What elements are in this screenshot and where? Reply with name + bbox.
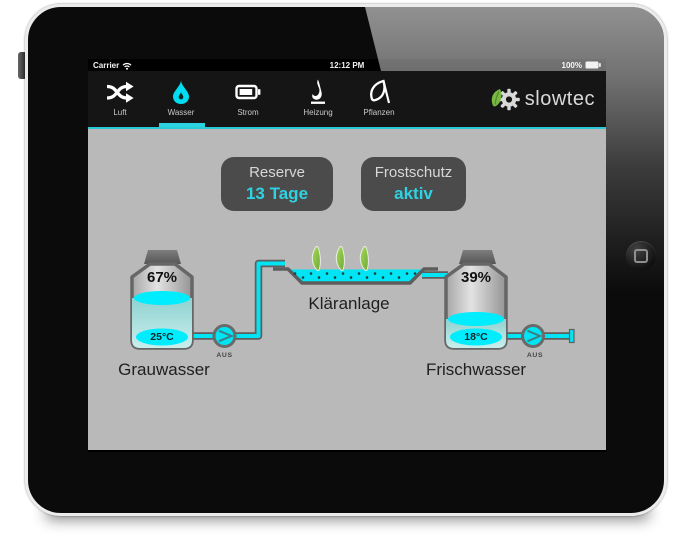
gear-leaf-icon <box>491 88 520 111</box>
plant-leaves <box>311 246 369 271</box>
tab-label: Wasser <box>167 108 195 117</box>
tank-cap <box>459 250 496 264</box>
treatment-basin: Kläranlage <box>273 246 438 313</box>
shuffle-icon <box>106 81 134 103</box>
water-drop-icon <box>173 80 189 104</box>
tab-label: Heizung <box>303 108 333 117</box>
tank-frischwasser: 39% 18°C Frischwasser <box>426 250 526 379</box>
tab-pflanzen[interactable]: Pflanzen <box>349 71 409 127</box>
tank-temperature: 25°C <box>150 331 174 343</box>
pump-grauwasser[interactable]: AUS <box>212 324 237 360</box>
carrier-label: Carrier <box>93 60 120 70</box>
accent-divider <box>88 127 606 129</box>
tank-liquid <box>132 291 192 348</box>
tab-label: Luft <box>113 108 127 117</box>
tank-liquid <box>446 312 506 348</box>
tank-fill-percent: 67% <box>147 269 177 286</box>
reserve-value: 13 Tage <box>245 184 309 203</box>
water-process-diagram: Kläranlage 67% 25°C Grauwasser <box>118 246 575 379</box>
wifi-icon <box>122 62 132 70</box>
wasser-panel: Reserve 13 Tage Frostschutz aktiv <box>88 129 606 450</box>
reserve-title: Reserve <box>249 164 305 181</box>
flame-icon <box>311 79 325 104</box>
battery-large-icon <box>234 84 260 100</box>
active-tab-indicator <box>159 123 205 127</box>
treatment-plant-label: Kläranlage <box>308 294 389 313</box>
tab-luft[interactable]: Luft <box>90 71 150 127</box>
tab-label: Pflanzen <box>363 108 395 117</box>
tab-strom[interactable]: Strom <box>218 71 278 127</box>
tank-fill-percent: 39% <box>461 269 491 286</box>
home-button[interactable] <box>626 241 656 271</box>
pump-state: AUS <box>527 352 543 359</box>
app-screen: Carrier 12:12 PM 100% <box>88 59 606 452</box>
leaf-icon <box>370 79 391 104</box>
tablet-frame: Carrier 12:12 PM 100% <box>25 4 667 516</box>
tab-label: Strom <box>237 108 259 117</box>
clock: 12:12 PM <box>329 60 365 70</box>
brand-name: slowtec <box>524 88 595 110</box>
tank-grauwasser: 67% 25°C Grauwasser <box>118 250 210 379</box>
tab-heizung[interactable]: Heizung <box>288 71 348 127</box>
tank-name: Grauwasser <box>118 360 210 379</box>
status-bar: Carrier 12:12 PM 100% <box>88 59 606 71</box>
pipe-end-cap <box>568 328 575 344</box>
brand-logo: slowtec <box>490 86 595 113</box>
tank-temperature: 18°C <box>464 331 488 343</box>
pump-frischwasser[interactable]: AUS <box>521 324 545 360</box>
pump-state: AUS <box>216 352 232 359</box>
reserve-button[interactable]: Reserve 13 Tage <box>221 157 333 211</box>
tab-wasser[interactable]: Wasser <box>151 71 211 127</box>
tab-bar: Luft Wasser <box>88 71 606 127</box>
tank-cap <box>144 250 181 264</box>
tank-name: Frischwasser <box>426 360 526 379</box>
volume-button[interactable] <box>18 52 27 79</box>
home-button-square <box>634 249 648 263</box>
